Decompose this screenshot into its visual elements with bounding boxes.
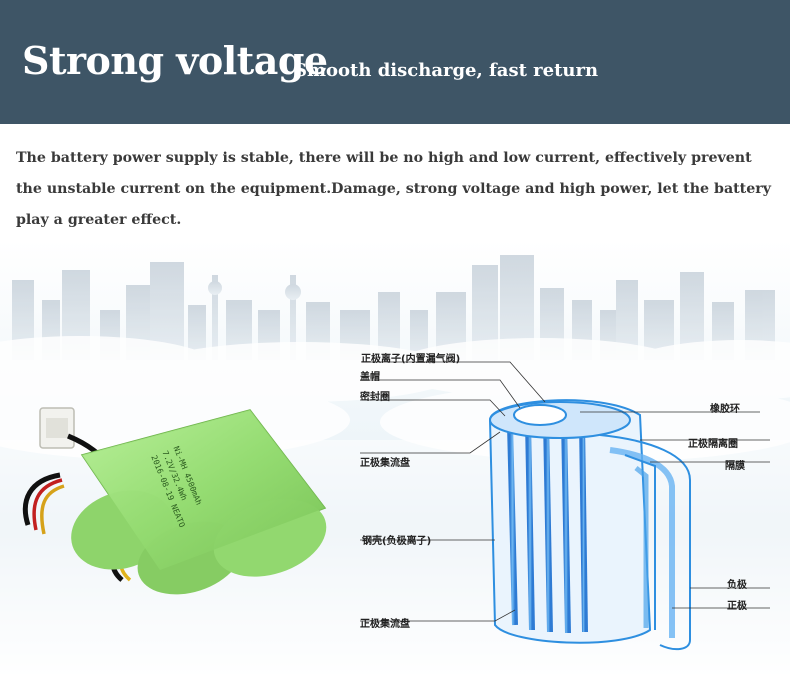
label-positive-ion: 正极离子(内置漏气阀) [361, 354, 461, 365]
leader-lines [360, 361, 770, 622]
label-positive-collector-bottom: 正极集流盘 [360, 619, 410, 630]
label-cap: 盖帽 [360, 372, 380, 383]
label-positive: 正极 [727, 601, 747, 612]
banner-subtitle: Smooth discharge, fast return [294, 60, 599, 81]
label-positive-separator-ring: 正极隔离圈 [688, 439, 738, 450]
banner-title: Strong voltage [22, 38, 328, 83]
label-separator: 隔膜 [725, 461, 745, 472]
battery-pack: Ni-MH 4500mAh 7.2V/32.4Wh 2016-08-19 NEA… [22, 407, 327, 595]
label-positive-collector-top: 正极集流盘 [360, 458, 410, 469]
label-seal-ring: 密封圈 [360, 392, 390, 403]
description-text: The battery power supply is stable, ther… [16, 150, 771, 228]
city-skyline-image: Ni-MH 4500mAh 7.2V/32.4Wh 2016-08-19 NEA… [0, 240, 790, 681]
label-negative: 负极 [727, 580, 747, 591]
label-rubber-ring: 橡胶环 [710, 404, 740, 415]
cell-cutaway-diagram [488, 399, 691, 651]
label-steel-shell: 钢壳(负极离子) [362, 536, 432, 547]
product-scene: Ni-MH 4500mAh 7.2V/32.4Wh 2016-08-19 NEA… [0, 240, 790, 681]
header-banner: Strong voltage Smooth discharge, fast re… [0, 0, 790, 124]
